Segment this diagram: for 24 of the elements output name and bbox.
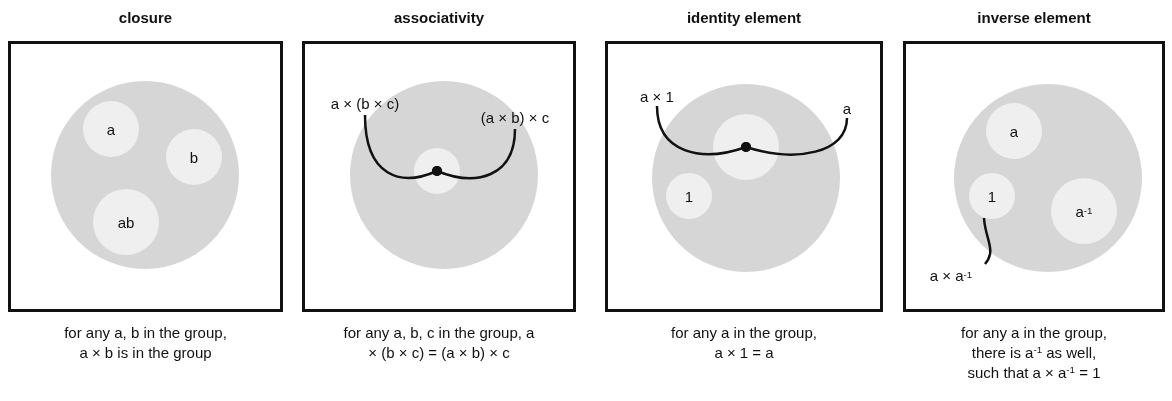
element-circle: a$^{-1}$ — [1051, 178, 1117, 244]
panel-heading: closure — [117, 8, 174, 28]
element-circle: ab — [93, 189, 159, 255]
leader-line — [432, 128, 517, 180]
element-circle: b — [166, 129, 222, 185]
caption-text: for any a in the group, a × 1 = a — [670, 323, 818, 363]
expression-label: a × (b × c) — [315, 93, 415, 113]
panel-heading: inverse element — [976, 8, 1092, 28]
element-circle: 1 — [969, 173, 1015, 219]
panel-heading: associativity — [392, 8, 486, 28]
caption-text: for any a in the group, there is a$^{-1}$ as well, such that a × a$^{-1}$ = 1 — [960, 323, 1108, 383]
expression-label: a — [842, 100, 852, 116]
expression-label: a × 1 — [634, 88, 680, 104]
caption-text: for any a, b, c in the group, a × (b × c) = (a × b) × c — [342, 323, 536, 363]
element-circle: 1 — [666, 173, 712, 219]
panel-heading: identity element — [685, 8, 803, 28]
leader-line — [982, 217, 992, 265]
element-circle: a — [83, 101, 139, 157]
element-circle — [414, 148, 460, 194]
element-circle: a — [986, 103, 1042, 159]
expression-label: (a × b) × c — [460, 107, 570, 127]
caption-text: for any a, b in the group, a × b is in the group — [63, 323, 228, 363]
leader-line — [741, 117, 849, 156]
expression-label: a × a$^{-1}$ — [911, 265, 991, 285]
